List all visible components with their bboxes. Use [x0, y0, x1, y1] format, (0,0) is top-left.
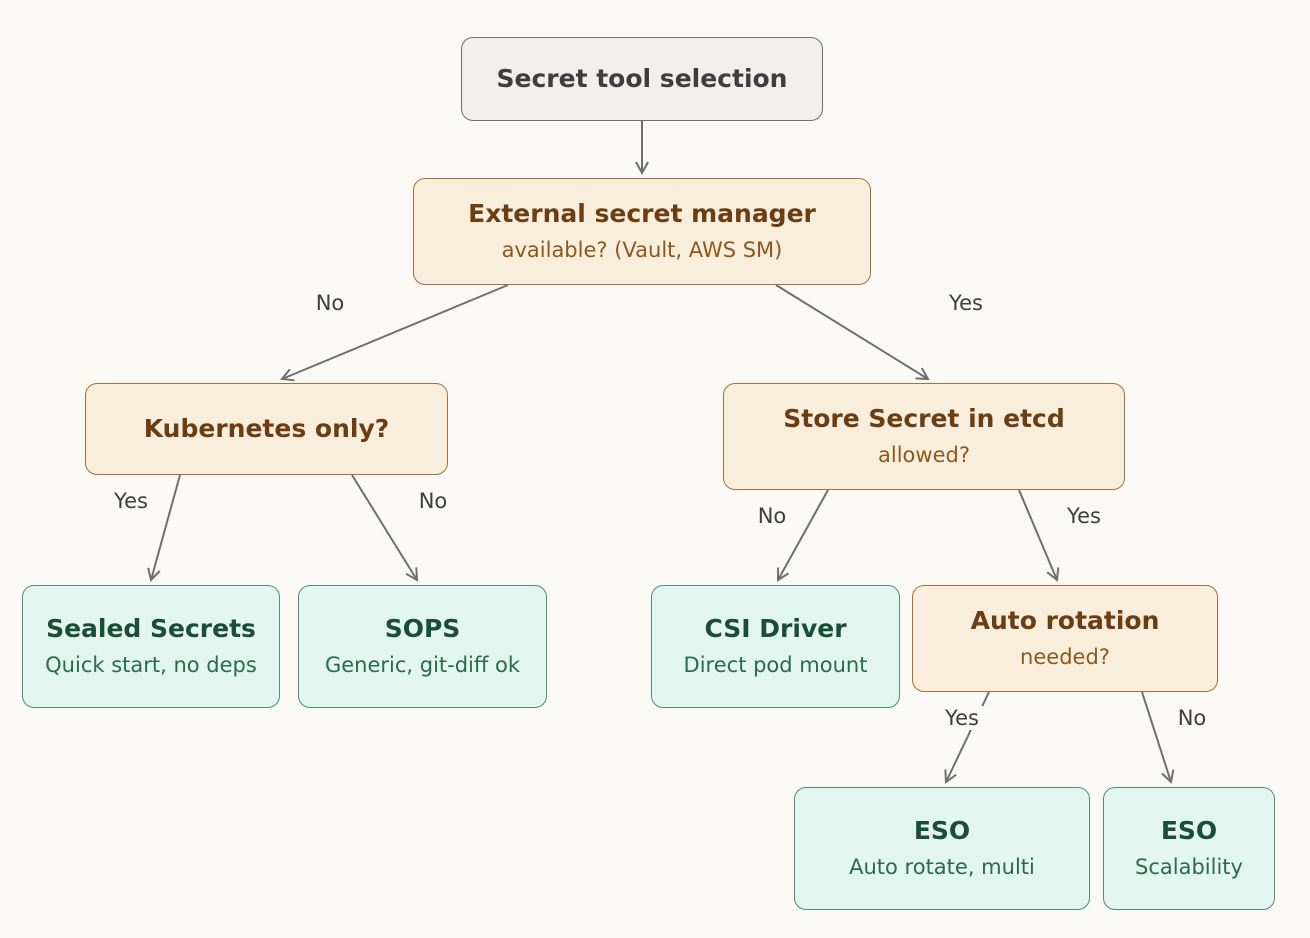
node-title: ESO	[1160, 816, 1218, 846]
node-store-secret-etcd: Store Secret in etcd allowed?	[723, 383, 1125, 490]
edge-label-no: No	[315, 291, 345, 315]
node-csi-driver: CSI Driver Direct pod mount	[651, 585, 900, 708]
node-subtitle: Auto rotate, multi	[849, 855, 1035, 880]
node-kubernetes-only: Kubernetes only?	[85, 383, 448, 475]
node-subtitle: available? (Vault, AWS SM)	[501, 238, 783, 263]
node-sops: SOPS Generic, git-diff ok	[298, 585, 547, 708]
node-title: Kubernetes only?	[143, 414, 390, 443]
node-title: CSI Driver	[704, 614, 847, 644]
edge-label-yes: Yes	[114, 489, 148, 513]
edge-etcd-csi	[778, 489, 829, 580]
node-eso-auto-rotate: ESO Auto rotate, multi	[794, 787, 1090, 910]
edge-label-no: No	[757, 504, 787, 528]
node-subtitle: Quick start, no deps	[45, 653, 257, 678]
edge-k8s-sealed	[151, 474, 181, 580]
node-title: External secret manager	[468, 199, 816, 229]
node-title: ESO	[913, 816, 971, 846]
node-secret-tool-selection: Secret tool selection	[461, 37, 823, 121]
node-external-secret-manager: External secret manager available? (Vaul…	[413, 178, 871, 285]
node-title: SOPS	[384, 614, 461, 644]
node-title: Auto rotation	[970, 606, 1160, 636]
node-title: Sealed Secrets	[46, 614, 256, 644]
edge-external-etcd	[775, 284, 928, 379]
edge-external-k8s	[282, 284, 509, 379]
node-subtitle: Scalability	[1135, 855, 1243, 880]
node-auto-rotation: Auto rotation needed?	[912, 585, 1218, 692]
edge-label-no: No	[1177, 706, 1207, 730]
edge-label-no: No	[418, 489, 448, 513]
node-sealed-secrets: Sealed Secrets Quick start, no deps	[22, 585, 280, 708]
node-subtitle: needed?	[1020, 645, 1110, 670]
edge-label-yes: Yes	[1067, 504, 1101, 528]
node-title: Secret tool selection	[496, 64, 788, 93]
node-eso-scalability: ESO Scalability	[1103, 787, 1275, 910]
node-title: Store Secret in etcd	[783, 404, 1065, 434]
edge-k8s-sops	[351, 474, 417, 580]
edge-label-yes: Yes	[949, 291, 983, 315]
edge-label-yes: Yes	[941, 706, 983, 730]
node-subtitle: Generic, git-diff ok	[324, 653, 521, 678]
node-subtitle: allowed?	[878, 443, 970, 468]
edge-rotation-eso-scale	[1141, 691, 1171, 782]
node-subtitle: Direct pod mount	[683, 653, 868, 678]
edge-etcd-rotation	[1018, 489, 1057, 580]
